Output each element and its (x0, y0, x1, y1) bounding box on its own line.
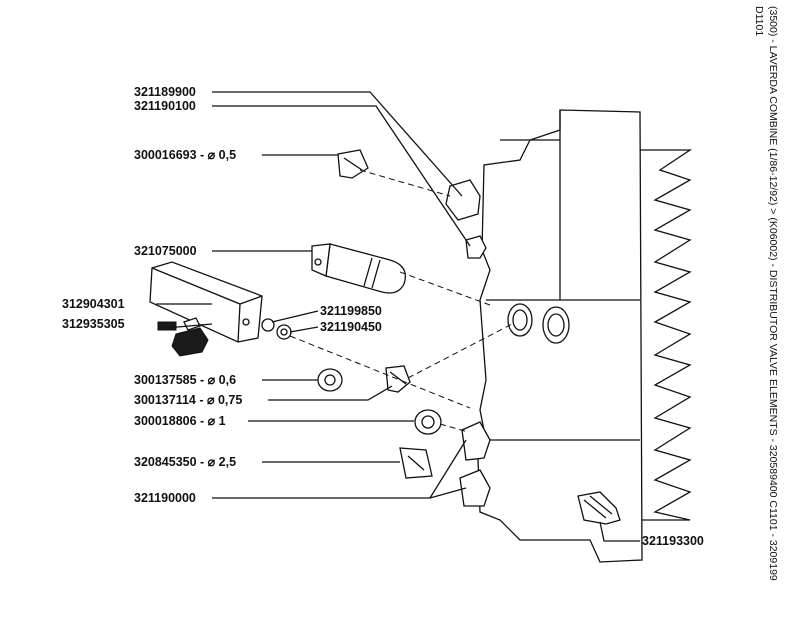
caption-line-1: (3500) - LAVERDA COMBINE (1/86-12/92) > … (767, 6, 779, 581)
label-321075000: 321075000 (134, 244, 197, 258)
assembly-lines (289, 169, 513, 433)
label-300016693: 300016693 - ⌀ 0,5 (134, 148, 236, 162)
washers (261, 318, 442, 435)
caption-line-2: D1101 (753, 6, 765, 36)
control-unit-box (149, 261, 263, 343)
part-labels: 321189900 321190100 300016693 - ⌀ 0,5 32… (62, 85, 704, 548)
label-321199850: 321199850 (320, 304, 382, 318)
vertical-caption: (3500) - LAVERDA COMBINE (1/86-12/92) > … (753, 6, 779, 581)
label-312904301: 312904301 (62, 297, 125, 311)
label-321190450: 321190450 (320, 320, 382, 334)
label-312935305: 312935305 (62, 317, 125, 331)
label-321190100: 321190100 (134, 99, 196, 113)
label-321193300: 321193300 (642, 534, 704, 548)
solenoid-coil (311, 243, 407, 294)
label-300018806: 300018806 - ⌀ 1 (134, 414, 226, 428)
distributor-valve-body (445, 109, 693, 563)
label-321190000: 321190000 (134, 491, 196, 505)
label-321189900: 321189900 (134, 85, 196, 99)
label-300137114: 300137114 - ⌀ 0,75 (134, 393, 242, 407)
leader-lines (156, 91, 640, 542)
brackets (337, 149, 433, 479)
label-320845350: 320845350 - ⌀ 2,5 (134, 455, 236, 469)
label-300137585: 300137585 - ⌀ 0,6 (134, 373, 236, 387)
